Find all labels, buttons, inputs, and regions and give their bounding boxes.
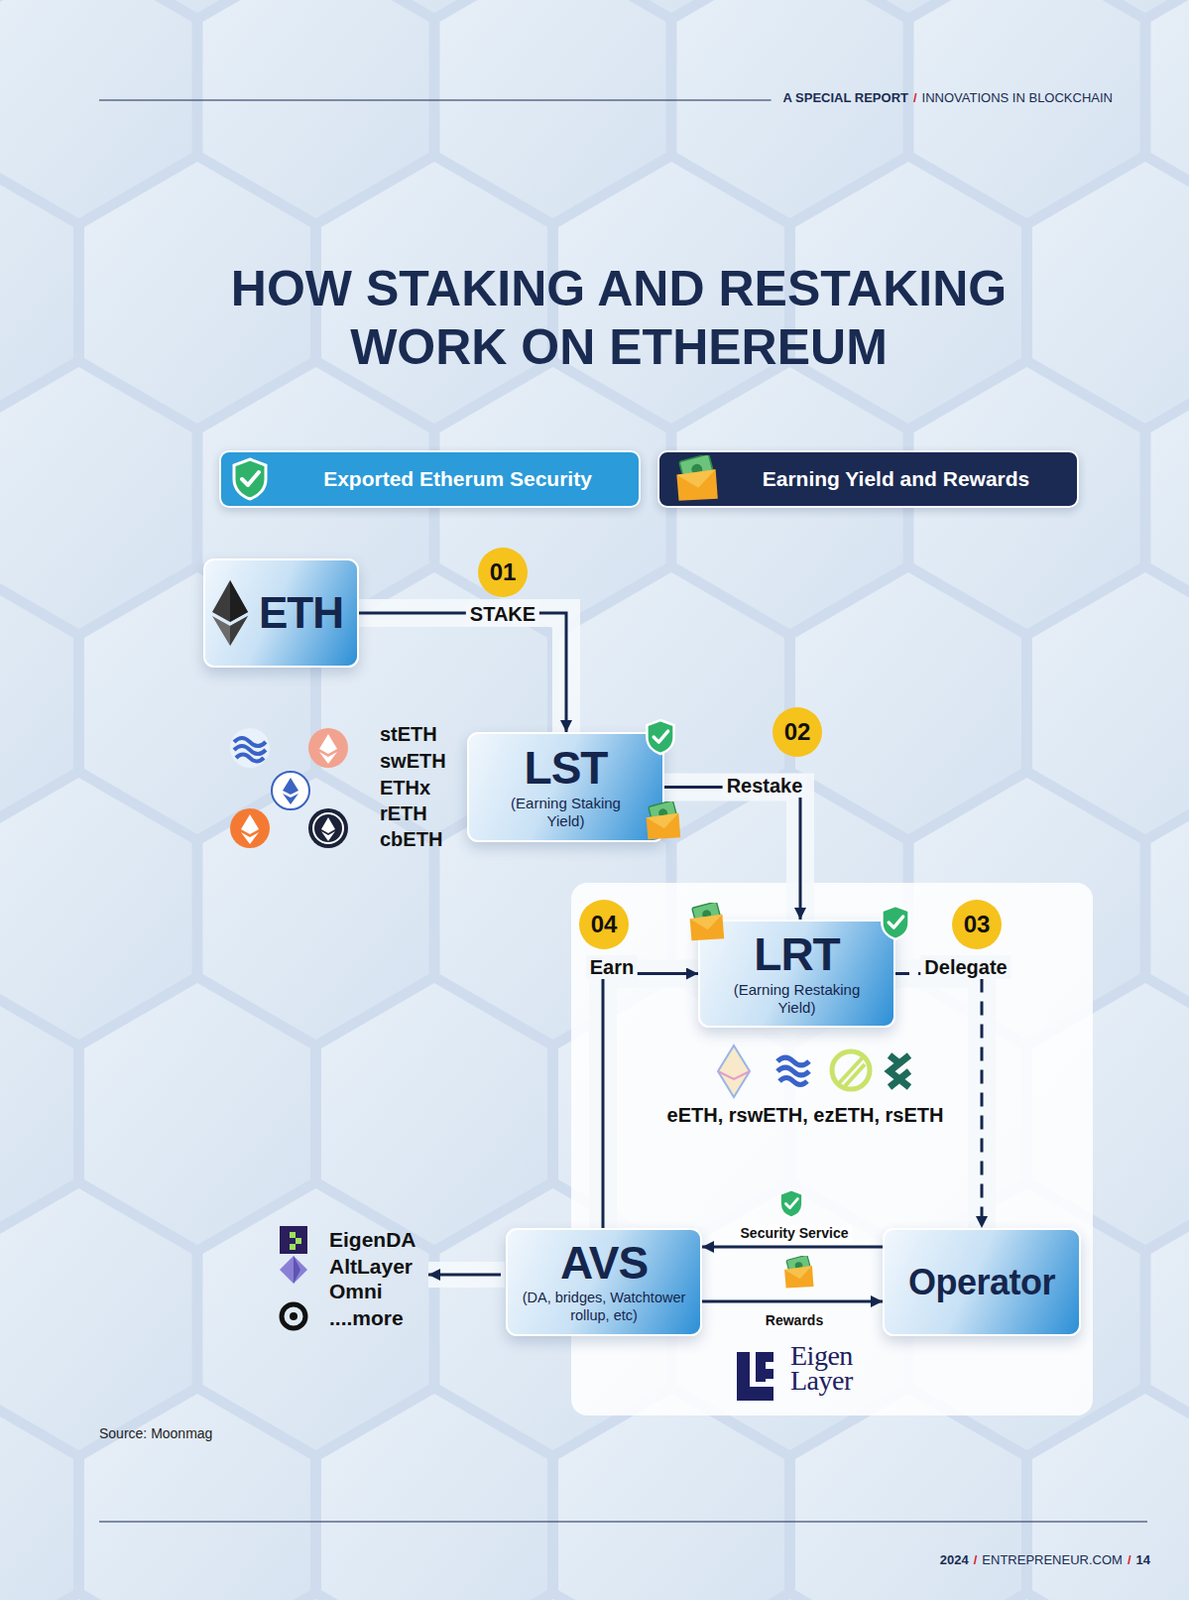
edge-label: Rewards bbox=[762, 1311, 827, 1329]
edge-label: STAKE bbox=[466, 601, 540, 626]
callout-number: 01 bbox=[477, 547, 528, 597]
token-name: ETHx bbox=[379, 776, 431, 800]
money-icon bbox=[690, 901, 725, 941]
node-heading: Operator bbox=[908, 1264, 1056, 1301]
lrt-box: LRT(Earning Restaking Yield) bbox=[698, 919, 896, 1028]
footer-text: / bbox=[1127, 1551, 1132, 1567]
token-name: swETH bbox=[379, 749, 447, 773]
avs-box: AVS(DA, bridges, Watchtower rollup, etc) bbox=[505, 1227, 703, 1336]
token-name: stETH bbox=[379, 722, 438, 746]
avs-name: Omni bbox=[329, 1279, 383, 1304]
source-note: Source: Moonmag bbox=[99, 1425, 213, 1441]
footer-rule bbox=[99, 1521, 1148, 1523]
header-text: INNOVATIONS IN BLOCKCHAIN bbox=[922, 90, 1113, 106]
connector-band bbox=[358, 612, 567, 732]
footer-text: ENTREPRENEUR.COM bbox=[981, 1551, 1123, 1567]
list-arrow bbox=[428, 1274, 505, 1276]
header-text: / bbox=[913, 90, 918, 106]
connector bbox=[664, 787, 801, 921]
token-name: rETH bbox=[379, 802, 428, 826]
lrt-token-icons bbox=[717, 1045, 910, 1097]
header-rule bbox=[99, 100, 772, 102]
avs-name: EigenDA bbox=[329, 1227, 417, 1252]
page-title: HOW STAKING AND RESTAKING WORK ON ETHERE… bbox=[182, 259, 1056, 377]
header-text: A SPECIAL REPORT bbox=[783, 90, 909, 106]
eigenlayer-logo bbox=[736, 1351, 774, 1401]
lst-box: LST(Earning Staking Yield) bbox=[467, 731, 665, 842]
shield-icon bbox=[646, 719, 674, 754]
footer-line: 2024/ENTREPRENEUR.COM/14 bbox=[940, 1551, 1151, 1567]
legend-swatch: Earning Yield and Rewards bbox=[657, 450, 1079, 508]
avs-name: AltLayer bbox=[329, 1254, 413, 1279]
avs-list-icons bbox=[279, 1225, 308, 1328]
node-heading: ETH bbox=[258, 591, 344, 635]
edge-label: Earn bbox=[586, 954, 638, 979]
node-subtitle: (Earning Staking Yield) bbox=[491, 794, 641, 831]
logo-text: Eigen Layer bbox=[790, 1342, 853, 1393]
node-heading: LST bbox=[524, 744, 608, 791]
footer-text: 14 bbox=[1136, 1551, 1151, 1567]
footer-text: / bbox=[973, 1551, 978, 1567]
legend-text: Exported Etherum Security bbox=[323, 467, 593, 491]
header-line: A SPECIAL REPORT/INNOVATIONS IN BLOCKCHA… bbox=[783, 90, 1113, 106]
shield-icon bbox=[780, 1189, 803, 1218]
edge-label: Delegate bbox=[920, 954, 1011, 979]
avs-name: ....more bbox=[329, 1306, 404, 1330]
footer-text: 2024 bbox=[940, 1551, 969, 1567]
connector bbox=[702, 1300, 883, 1304]
connector bbox=[358, 612, 567, 732]
legend-text: Earning Yield and Rewards bbox=[762, 467, 1031, 491]
token-name: cbETH bbox=[379, 828, 443, 851]
node-subtitle: (DA, bridges, Watchtower rollup, etc) bbox=[515, 1289, 693, 1324]
connector bbox=[895, 973, 982, 1229]
node-subtitle: (Earning Restaking Yield) bbox=[722, 980, 872, 1017]
connector-band bbox=[664, 787, 801, 921]
shield-icon bbox=[234, 459, 266, 499]
node-heading: AVS bbox=[560, 1239, 648, 1286]
callout-number: 02 bbox=[772, 707, 823, 757]
node-heading: LRT bbox=[753, 931, 839, 977]
edge-label: Restake bbox=[722, 773, 808, 798]
lst-token-icons bbox=[230, 727, 349, 848]
connector-band bbox=[602, 973, 699, 1229]
edge-label: Security Service bbox=[737, 1224, 852, 1242]
eigenlayer-panel: Eigen LayerLRT(Earning Restaking Yield)A… bbox=[571, 882, 1093, 1416]
connector-band bbox=[895, 973, 982, 1229]
legend-swatch: Exported Etherum Security bbox=[219, 450, 641, 508]
money-icon bbox=[784, 1254, 814, 1288]
money-icon bbox=[646, 800, 682, 839]
callout-number: 03 bbox=[951, 899, 1002, 950]
connector bbox=[702, 1245, 883, 1249]
shield-icon bbox=[881, 905, 909, 940]
operator-box: Operator bbox=[882, 1227, 1081, 1336]
token-list: eETH, rswETH, ezETH, rsETH bbox=[667, 1103, 945, 1127]
connector bbox=[602, 973, 699, 1229]
callout-number: 04 bbox=[579, 899, 629, 950]
